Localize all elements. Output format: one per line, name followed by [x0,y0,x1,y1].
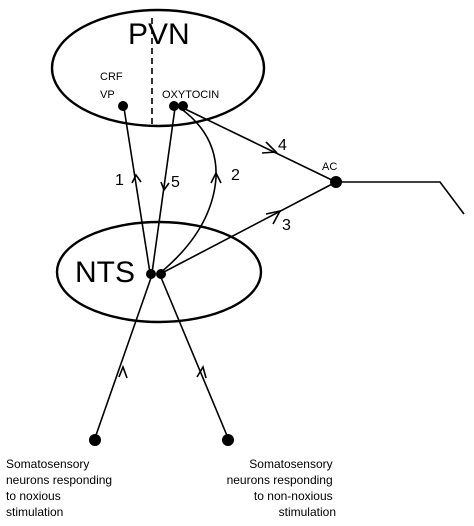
noxious-caption-line: stimulation [6,505,63,519]
pathway-3-label: 3 [282,217,291,234]
pathway-4-arrow [261,141,278,154]
pvn-label: PVN [128,18,190,51]
oxytocin-neuron-dot-1 [169,101,179,111]
pathway-3-line [161,181,337,274]
noxious-input-arrow [118,364,128,379]
pathway-2-curve [159,107,217,274]
pathway-2-arrow [210,171,222,184]
noxious-caption-line: Somatosensory [6,457,89,471]
non-noxious-caption: Somatosensory neurons responding to non-… [227,457,336,519]
ac-neuron-dot [330,176,342,188]
oxytocin-label: OXYTOCIN [162,89,219,101]
pathway-5-arrow [160,181,170,192]
non-noxious-caption-line: to non-noxious [254,489,333,503]
vp-label: VP [100,89,115,101]
noxious-caption: Somatosensory neurons responding to noxi… [6,457,115,519]
pathway-1-label: 1 [115,172,124,189]
nts-neuron-dot-2 [156,269,166,279]
pathway-4-label: 4 [278,137,287,154]
oxytocin-neuron-dot-2 [178,101,188,111]
noxious-caption-line: to noxious [6,489,61,503]
nts-neuron-dot-1 [146,269,156,279]
non-noxious-input-arrow [196,364,207,379]
pathway-5-label: 5 [171,174,180,191]
noxious-neuron-dot [89,434,101,446]
non-noxious-caption-line: stimulation [279,505,336,519]
non-noxious-caption-line: neurons responding [227,473,333,487]
ac-output-line [336,181,465,215]
pathway-2-label: 2 [231,167,240,184]
pvn-ellipse [50,8,266,128]
pathway-4-line [182,107,337,183]
crf-label: CRF [100,71,123,83]
non-noxious-neuron-dot [222,434,234,446]
ac-label: AC [322,161,337,173]
pathway-1-arrow [131,173,142,184]
pathway-3-arrow [265,209,282,225]
non-noxious-input-line [159,274,229,439]
non-noxious-caption-line: Somatosensory [249,457,332,471]
noxious-input-line [94,274,153,439]
nts-label: NTS [75,256,135,289]
crf-vp-neuron-dot [118,101,128,111]
noxious-caption-line: neurons responding [6,473,112,487]
pathway-1-line [123,107,151,274]
